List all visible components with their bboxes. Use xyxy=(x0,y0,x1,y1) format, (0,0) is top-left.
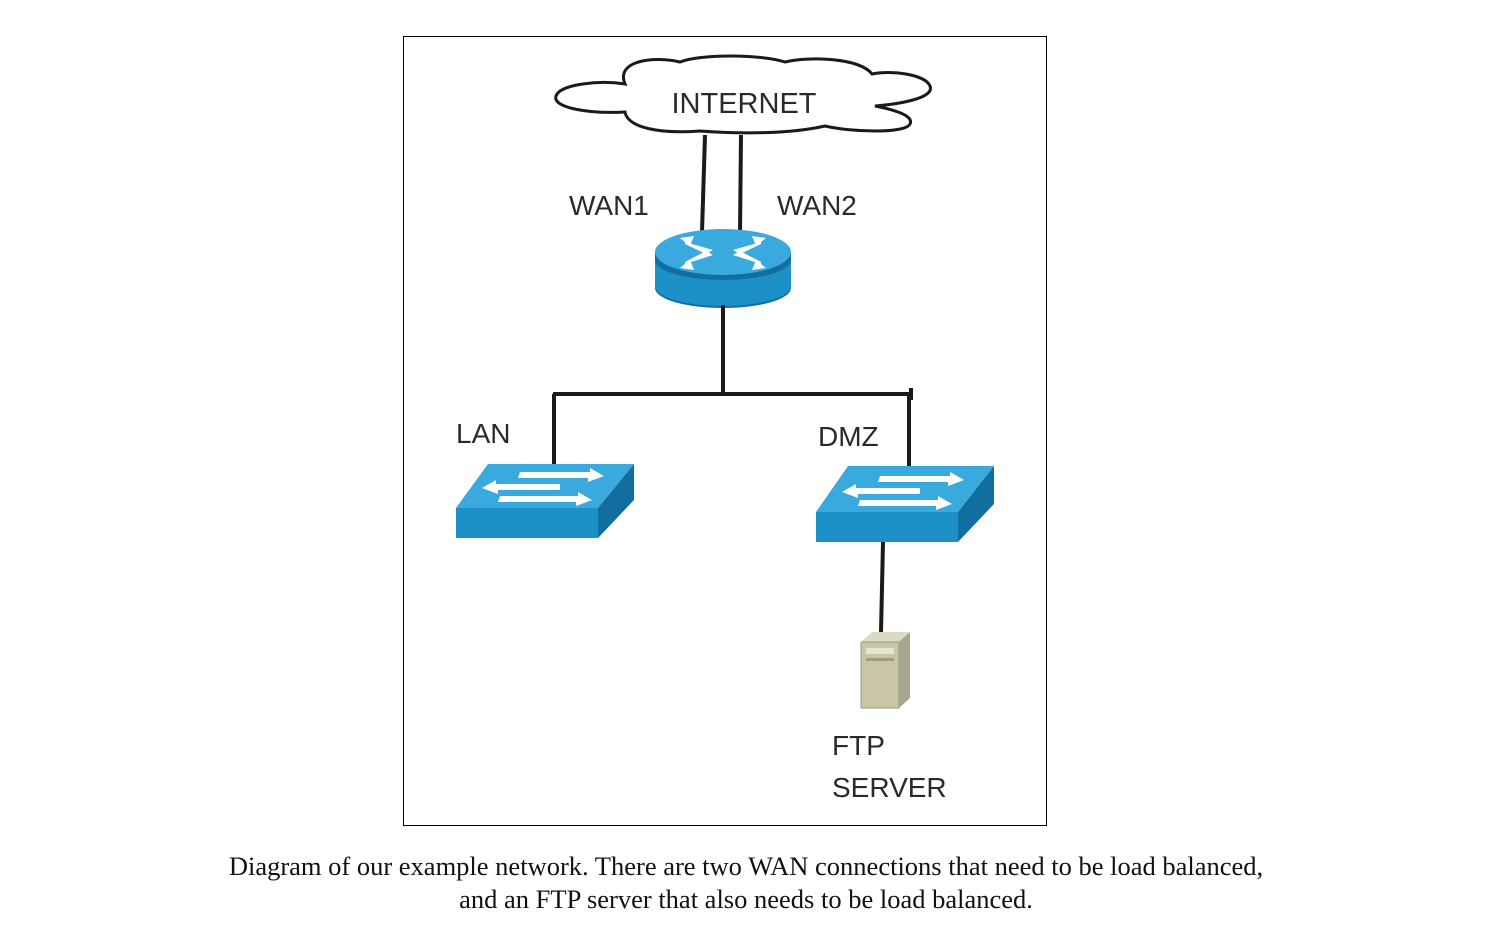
wan2-link xyxy=(738,134,743,233)
dmz-label: DMZ xyxy=(818,421,879,452)
lan-switch-icon xyxy=(456,464,634,538)
ftp-label-line1: FTP xyxy=(832,730,885,761)
wan1-link xyxy=(700,134,707,233)
server-icon xyxy=(860,632,910,709)
router-icon xyxy=(655,229,791,308)
diagram-frame xyxy=(403,36,1047,826)
ftp-label-line2: SERVER xyxy=(832,772,947,803)
wan2-label: WAN2 xyxy=(777,190,857,221)
internet-label: INTERNET xyxy=(672,88,817,120)
caption-line-2: and an FTP server that also needs to be … xyxy=(459,884,1033,914)
internet-cloud xyxy=(554,54,932,135)
figure-caption: Diagram of our example network. There ar… xyxy=(20,850,1472,916)
wan1-label: WAN1 xyxy=(569,190,649,221)
server-link xyxy=(879,541,885,633)
lan-label: LAN xyxy=(456,418,510,449)
caption-line-1: Diagram of our example network. There ar… xyxy=(228,851,1264,881)
dmz-switch-icon xyxy=(816,466,994,542)
